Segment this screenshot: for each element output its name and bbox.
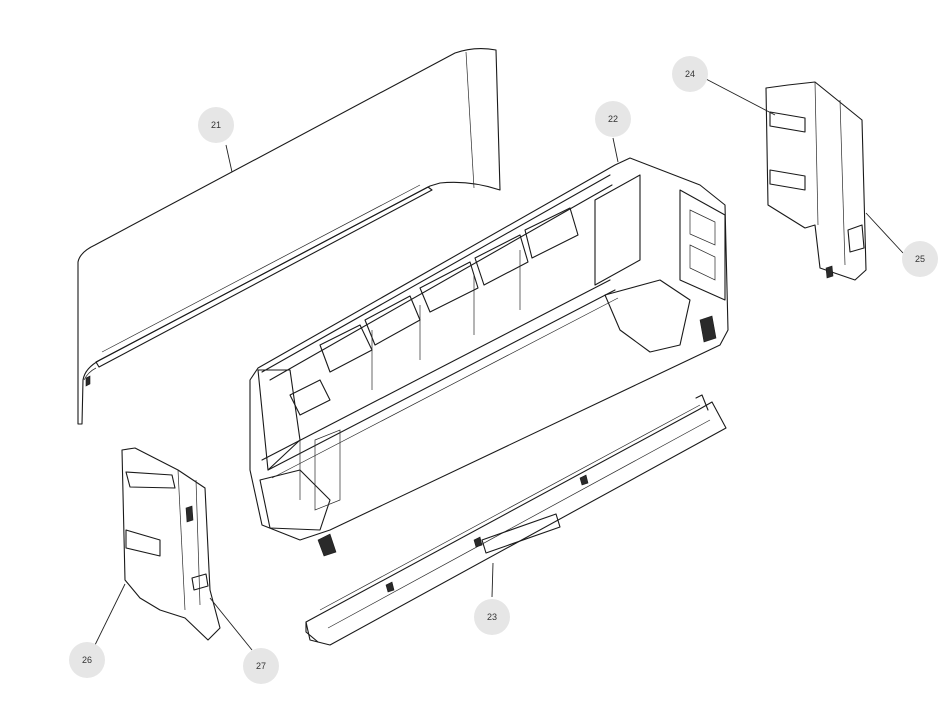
svg-text:26: 26 (82, 655, 92, 665)
leader-23 (491, 562, 494, 598)
callout-25: 25 (902, 241, 938, 277)
leader-25 (865, 212, 904, 254)
leader-26 (94, 583, 126, 646)
callout-24: 24 (672, 56, 708, 92)
svg-text:24: 24 (685, 69, 695, 79)
part-23-bottom-panel (305, 394, 727, 646)
svg-text:27: 27 (256, 661, 266, 671)
svg-text:25: 25 (915, 254, 925, 264)
leader-22 (612, 137, 619, 163)
leader-21 (225, 144, 233, 173)
part-22-chassis (249, 157, 729, 557)
part-26-27-left-end-cover (121, 447, 221, 641)
leader-lines (94, 78, 904, 651)
svg-text:22: 22 (608, 114, 618, 124)
svg-text:23: 23 (487, 612, 497, 622)
callout-21: 21 (198, 107, 234, 143)
callout-26: 26 (69, 642, 105, 678)
callout-22: 22 (595, 101, 631, 137)
callout-23: 23 (474, 599, 510, 635)
part-21-front-cover (77, 47, 501, 425)
leader-24 (705, 78, 776, 116)
callout-27: 27 (243, 648, 279, 684)
part-24-25-right-end-cover (765, 81, 867, 281)
svg-text:21: 21 (211, 120, 221, 130)
leader-27 (209, 597, 253, 651)
